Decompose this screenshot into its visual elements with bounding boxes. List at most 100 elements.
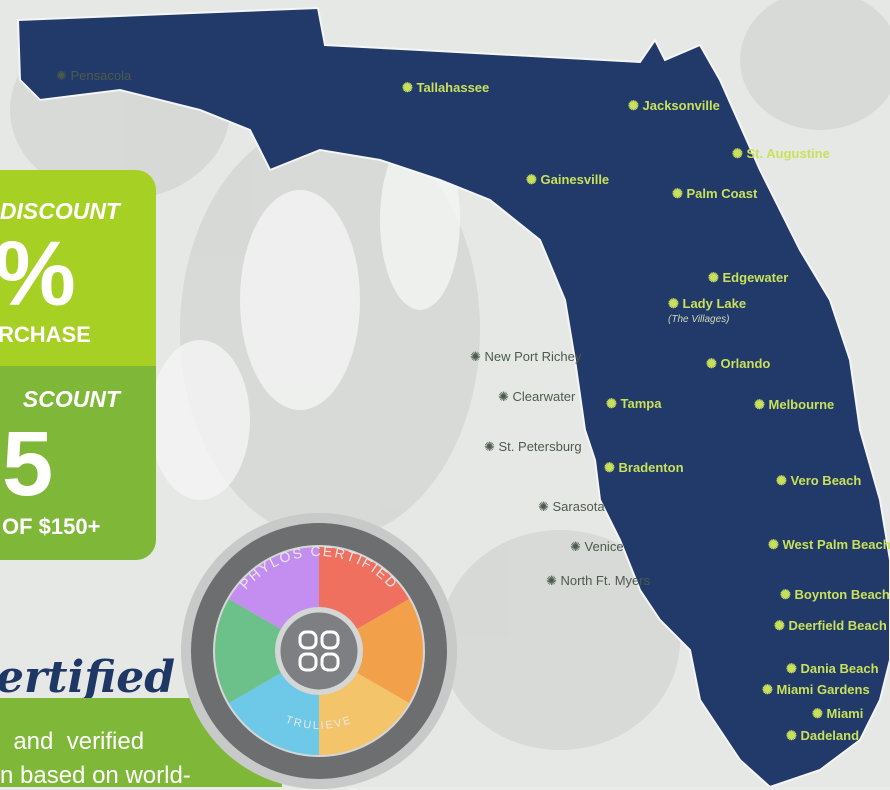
city-marker-icon: ✺ bbox=[628, 98, 643, 113]
city-label: ✺ Deerfield Beach bbox=[774, 618, 887, 634]
city-label: ✺ West Palm Beach bbox=[768, 537, 890, 553]
city-label: ✺ Dadeland bbox=[786, 728, 859, 744]
city-name: Orlando bbox=[720, 356, 771, 371]
badge-color-segment bbox=[319, 673, 410, 755]
city-name: New Port Richey bbox=[484, 349, 582, 364]
city-name: North Ft. Myers bbox=[560, 573, 651, 588]
city-name: West Palm Beach bbox=[782, 537, 890, 552]
discount-card-1: R DISCOUNT % RCHASE bbox=[0, 170, 156, 366]
svg-text:TRULIEVE: TRULIEVE bbox=[284, 714, 354, 732]
city-marker-icon: ✺ bbox=[776, 473, 791, 488]
city-marker-icon: ✺ bbox=[546, 573, 561, 588]
city-marker-icon: ✺ bbox=[668, 296, 683, 311]
city-label: ✺ Edgewater bbox=[708, 270, 788, 286]
badge-color-segment bbox=[228, 673, 319, 755]
city-label: ✺ New Port Richey bbox=[470, 349, 581, 365]
city-label: ✺ Tallahassee bbox=[402, 80, 489, 96]
discount-label: SCOUNT bbox=[22, 386, 120, 412]
city-name: Venice bbox=[584, 539, 624, 554]
city-name: Jacksonville bbox=[642, 98, 720, 113]
city-name: Lady Lake bbox=[682, 296, 747, 311]
city-marker-icon: ✺ bbox=[526, 172, 541, 187]
city-marker-icon: ✺ bbox=[706, 356, 721, 371]
badge-color-segment bbox=[215, 599, 281, 703]
city-marker-icon: ✺ bbox=[606, 396, 621, 411]
city-name: Pensacola bbox=[70, 68, 132, 83]
city-subtitle: (The Villages) bbox=[668, 314, 730, 325]
city-name: Miami Gardens bbox=[776, 682, 870, 697]
city-marker-icon: ✺ bbox=[786, 661, 801, 676]
florida-shape bbox=[16, 6, 890, 787]
city-name: Deerfield Beach bbox=[788, 618, 887, 633]
discount-value: % bbox=[0, 223, 76, 325]
city-name: St. Augustine bbox=[746, 146, 830, 161]
city-label: ✺ St. Augustine bbox=[732, 146, 830, 162]
city-label: ✺ Pensacola bbox=[56, 68, 131, 84]
badge-bottom-text: TRULIEVE bbox=[284, 714, 352, 732]
city-label: ✺ Venice bbox=[570, 539, 624, 555]
city-name: Sarasota bbox=[552, 499, 605, 514]
city-marker-icon: ✺ bbox=[484, 439, 499, 454]
city-name: Palm Coast bbox=[686, 186, 758, 201]
city-label: ✺ Miami Gardens bbox=[762, 682, 870, 698]
city-marker-icon: ✺ bbox=[762, 682, 777, 697]
badge-color-segment bbox=[357, 599, 423, 703]
city-marker-icon: ✺ bbox=[754, 397, 769, 412]
city-name: Tallahassee bbox=[416, 80, 490, 95]
city-name: Dania Beach bbox=[800, 661, 879, 676]
city-name: Gainesville bbox=[540, 172, 610, 187]
city-label: ✺ Gainesville bbox=[526, 172, 609, 188]
description-line-1: and verified bbox=[0, 728, 145, 755]
city-name: Vero Beach bbox=[790, 473, 862, 488]
city-marker-icon: ✺ bbox=[708, 270, 723, 285]
city-label: ✺ Dania Beach bbox=[786, 661, 879, 677]
city-marker-icon: ✺ bbox=[604, 460, 619, 475]
city-name: Edgewater bbox=[722, 270, 789, 285]
city-name: Tampa bbox=[620, 396, 662, 411]
city-label: ✺ Clearwater bbox=[498, 389, 575, 405]
city-marker-icon: ✺ bbox=[56, 68, 71, 83]
city-marker-icon: ✺ bbox=[570, 539, 585, 554]
description-line-2: n based on world- bbox=[0, 762, 191, 787]
trulieve-logo-icon bbox=[298, 630, 340, 672]
city-label: ✺ Vero Beach bbox=[776, 473, 861, 489]
city-name: Bradenton bbox=[618, 460, 684, 475]
discount-card-2: SCOUNT 5 OF $150+ bbox=[0, 366, 156, 560]
badge-color-segment bbox=[319, 547, 410, 629]
city-marker-icon: ✺ bbox=[786, 728, 801, 743]
city-label: ✺ Boynton Beach bbox=[780, 587, 890, 603]
city-marker-icon: ✺ bbox=[774, 618, 789, 633]
city-marker-icon: ✺ bbox=[402, 80, 417, 95]
city-marker-icon: ✺ bbox=[768, 537, 783, 552]
city-label: ✺ Bradenton bbox=[604, 460, 684, 476]
city-name: Miami bbox=[826, 706, 864, 721]
city-label: ✺ St. Petersburg bbox=[484, 439, 582, 455]
city-label: ✺ Miami bbox=[812, 706, 863, 722]
discount-footnote: RCHASE bbox=[0, 322, 91, 347]
city-label: ✺ Melbourne bbox=[754, 397, 834, 413]
discount-footnote: OF $150+ bbox=[2, 514, 101, 539]
city-marker-icon: ✺ bbox=[812, 706, 827, 721]
city-label: ✺ Palm Coast bbox=[672, 186, 757, 202]
city-marker-icon: ✺ bbox=[538, 499, 553, 514]
city-label: ✺ Tampa bbox=[606, 396, 661, 412]
city-marker-icon: ✺ bbox=[780, 587, 795, 602]
city-marker-icon: ✺ bbox=[732, 146, 747, 161]
city-name: St. Petersburg bbox=[498, 439, 582, 454]
certified-title: ertified bbox=[0, 652, 175, 703]
city-label: ✺ Lady Lake (The Villages) bbox=[668, 296, 746, 328]
discount-label: R DISCOUNT bbox=[0, 198, 120, 224]
city-marker-icon: ✺ bbox=[470, 349, 485, 364]
city-label: ✺ Orlando bbox=[706, 356, 770, 372]
city-name: Melbourne bbox=[768, 397, 835, 412]
phylos-certified-badge: PHYLOS CERTIFIED TRULIEVE bbox=[181, 513, 457, 789]
city-label: ✺ Jacksonville bbox=[628, 98, 720, 114]
discount-value: 5 bbox=[2, 413, 54, 515]
city-name: Boynton Beach bbox=[794, 587, 890, 602]
city-marker-icon: ✺ bbox=[672, 186, 687, 201]
city-marker-icon: ✺ bbox=[498, 389, 513, 404]
city-label: ✺ North Ft. Myers bbox=[546, 573, 650, 589]
city-label: ✺ Sarasota bbox=[538, 499, 605, 515]
badge-color-segment bbox=[228, 547, 319, 629]
